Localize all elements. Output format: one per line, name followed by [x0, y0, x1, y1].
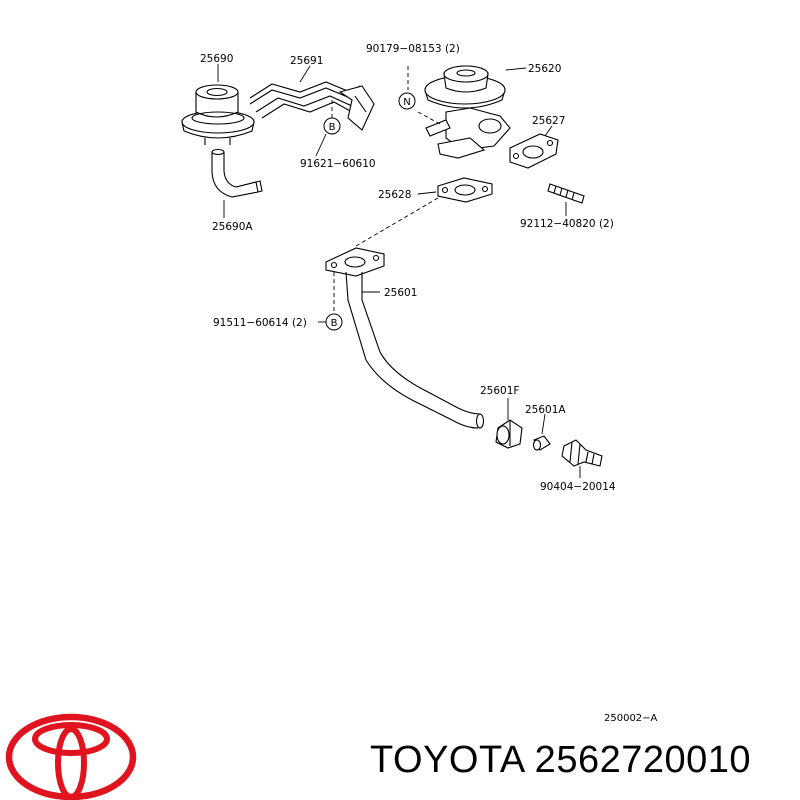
union-nut-drawing — [495, 419, 523, 449]
label-91621-60610: 91621−60610 — [300, 158, 376, 170]
union-fitting-drawing — [561, 439, 603, 467]
vacuum-tube-drawing — [249, 81, 375, 131]
gasket-25627-drawing — [509, 133, 559, 169]
svg-text:B: B — [329, 122, 336, 133]
label-25620: 25620 — [528, 63, 561, 75]
label-25690: 25690 — [200, 53, 233, 65]
drawing-code: 250002−A — [604, 713, 658, 724]
svg-text:B: B — [331, 318, 338, 329]
label-25601: 25601 — [384, 287, 417, 299]
ferrule-drawing — [532, 435, 551, 451]
label-25628: 25628 — [378, 189, 411, 201]
label-25690a: 25690A — [212, 221, 253, 233]
label-91511-60614: 91511−60614 (2) — [213, 317, 307, 329]
egr-valve-assembly-drawing — [407, 65, 511, 159]
label-25601a: 25601A — [525, 404, 566, 416]
stud-bolt-drawing — [547, 183, 585, 204]
product-title: TOYOTA 2562720010 — [370, 739, 752, 781]
svg-text:N: N — [403, 97, 410, 108]
label-25601f: 25601F — [480, 385, 519, 397]
egr-pipe-drawing — [325, 247, 485, 429]
label-25691: 25691 — [290, 55, 323, 67]
label-90404-20014: 90404−20014 — [540, 481, 616, 493]
label-90179-08153: 90179−08153 (2) — [366, 43, 460, 55]
toyota-logo-icon — [5, 713, 137, 800]
label-25627: 25627 — [532, 115, 565, 127]
gasket-25628-drawing — [437, 177, 493, 203]
callout-n: N — [398, 92, 416, 110]
callout-b-upper: B — [323, 117, 341, 135]
vacuum-hose-drawing — [211, 148, 263, 218]
callout-b-lower: B — [325, 313, 343, 331]
label-92112-40820: 92112−40820 (2) — [520, 218, 614, 230]
egr-valve-drawing — [181, 84, 255, 145]
